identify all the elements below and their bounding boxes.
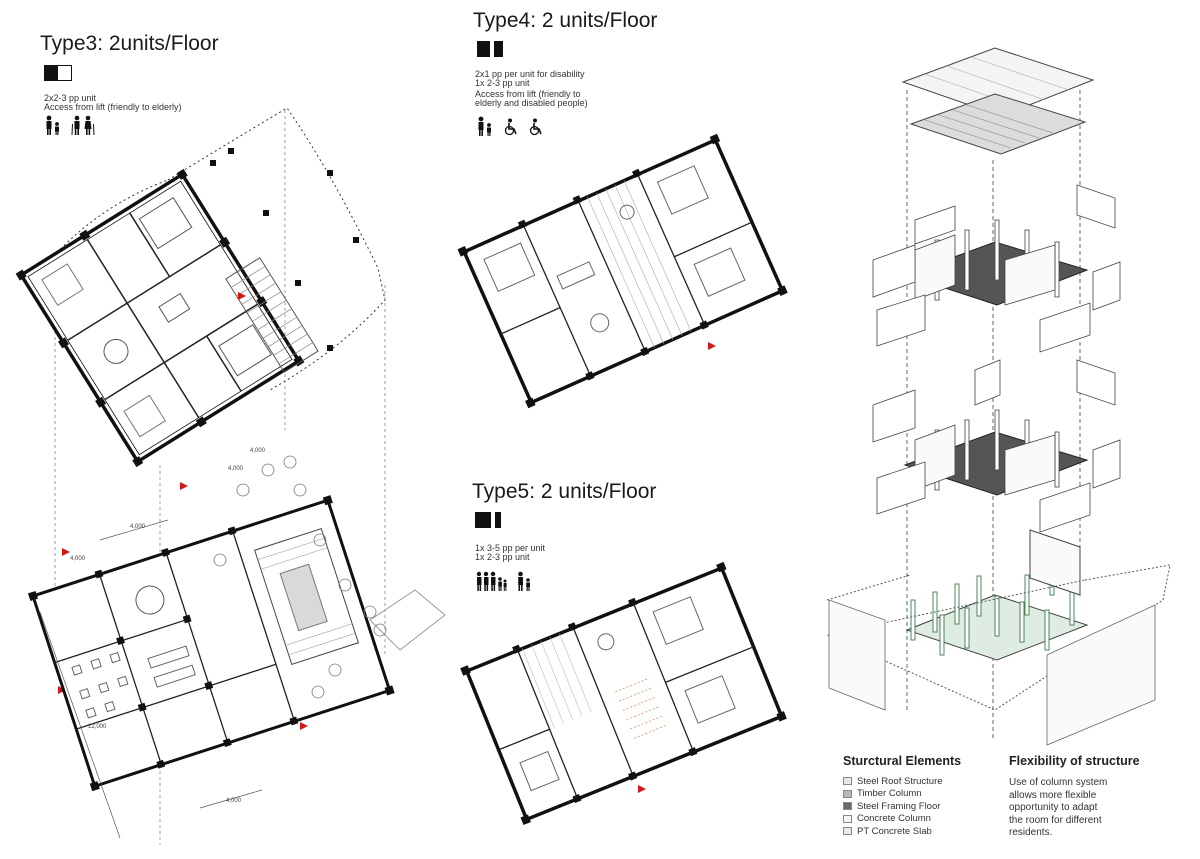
dimension-label: 12,000 [88, 724, 107, 730]
flexibility-title: Flexibility of structure [1009, 754, 1140, 768]
wheelchair-icon [503, 118, 519, 141]
type5-floor-plan [460, 561, 787, 825]
type4-occupant-icons [476, 116, 544, 141]
type5-title: Type5: 2 units/Floor [472, 480, 657, 503]
type4-title: Type4: 2 units/Floor [473, 9, 658, 32]
entrance-marker [638, 785, 646, 793]
dimension-label: 4,000 [250, 448, 266, 454]
steel-framing-floor-lower [872, 359, 1121, 533]
type5-unit-swatch [475, 512, 501, 528]
flexibility-line: the room for different [1009, 814, 1102, 826]
steel-roof-structure [901, 47, 1095, 155]
type3-upper-floor [15, 168, 305, 468]
side-path [369, 589, 446, 651]
legend-item-timber-column: Timber Column [843, 788, 943, 801]
legend-swatch [843, 827, 852, 836]
flexibility-line: residents. [1009, 827, 1053, 838]
type3-note-1: 2x2-3 pp unit [44, 93, 97, 103]
type5-note-1: 1x 3-5 pp per unit [475, 543, 546, 553]
entrance-marker [708, 342, 716, 350]
wheelchair-icon [528, 118, 544, 141]
site-outline [825, 564, 1171, 711]
dimension-label: 4,000 [226, 798, 242, 804]
type3-ground-floor [27, 495, 395, 792]
legend-item-concrete-column: Concrete Column [843, 813, 943, 826]
legend-label: Steel Framing Floor [857, 800, 941, 812]
type3-deck [225, 257, 319, 373]
legend-swatch [843, 777, 852, 786]
dimension-lines [39, 519, 263, 839]
legend-item-steel-framing-floor: Steel Framing Floor [843, 800, 943, 813]
site-boundary-dotted [167, 107, 386, 391]
legend-title: Sturctural Elements [843, 754, 962, 768]
legend-swatch [843, 789, 852, 798]
dimension-label: 4,000 [130, 524, 146, 530]
legend-label: Concrete Column [857, 813, 931, 825]
type5-occupant-icons [475, 571, 532, 596]
exploded-axonometric [825, 47, 1171, 746]
flexibility-description: Use of column system allows more flexibl… [1009, 777, 1129, 840]
flexibility-line: allows more flexible [1009, 789, 1097, 801]
type3-floor-plans: 4,000 4,000 4,000 4,000 12,000 4,000 [15, 107, 446, 845]
type4-note-4: elderly and disabled people) [475, 98, 588, 108]
flexibility-line: opportunity to adapt [1009, 802, 1098, 813]
type3-unit-swatch [44, 65, 72, 81]
type4-unit-swatch [477, 41, 503, 57]
type4-floor-plan [457, 133, 788, 409]
elderly-couple-icon [71, 115, 95, 135]
large-family-icon [475, 571, 507, 596]
legend-label: Timber Column [857, 788, 922, 800]
type4-note-3: Access from lift (friendly to [475, 89, 581, 99]
legend-label: PT Concrete Slab [857, 825, 932, 837]
legend-item-pt-concrete-slab: PT Concrete Slab [843, 825, 943, 838]
facade-panels [828, 599, 1156, 746]
pt-concrete-slab [905, 529, 1089, 661]
parent-child-icon [516, 571, 532, 596]
type3-occupant-icons [44, 115, 95, 135]
open-area-columns [210, 148, 359, 351]
legend-swatch [843, 814, 852, 823]
family-icon [476, 116, 494, 141]
dimension-label: 4,000 [70, 556, 86, 562]
type3-title: Type3: 2units/Floor [40, 32, 219, 55]
legend-swatch [843, 802, 852, 811]
type3-note-2: Access from lift (friendly to elderly) [44, 102, 182, 112]
tree-symbols [213, 455, 387, 699]
type4-note-1: 2x1 pp per unit for disability [475, 69, 585, 79]
type5-note-2: 1x 2-3 pp unit [475, 552, 530, 562]
flexibility-line: Use of column system [1009, 777, 1108, 788]
dimension-label: 4,000 [228, 466, 244, 472]
family-icon [44, 115, 62, 135]
steel-framing-floor-upper [872, 184, 1121, 353]
legend-label: Steel Roof Structure [857, 775, 943, 787]
type4-note-2: 1x 2-3 pp unit [475, 78, 530, 88]
legend-item-steel-roof: Steel Roof Structure [843, 775, 943, 788]
structural-legend: Steel Roof Structure Timber Column Steel… [843, 775, 943, 838]
